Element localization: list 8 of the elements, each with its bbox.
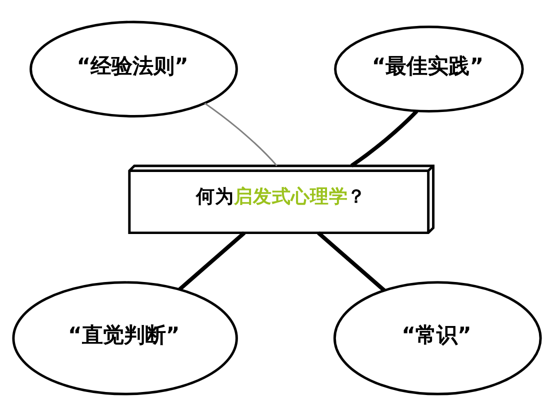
- connector: [204, 102, 278, 166]
- node-ellipse: “直觉判断”: [12, 281, 238, 396]
- connector: [317, 231, 386, 292]
- node-ellipse: “最佳实践”: [334, 26, 524, 112]
- connector: [178, 231, 246, 291]
- node-ellipse: “经验法则”: [30, 20, 238, 118]
- connector: [350, 110, 418, 168]
- node-ellipse: “常识”: [333, 281, 542, 396]
